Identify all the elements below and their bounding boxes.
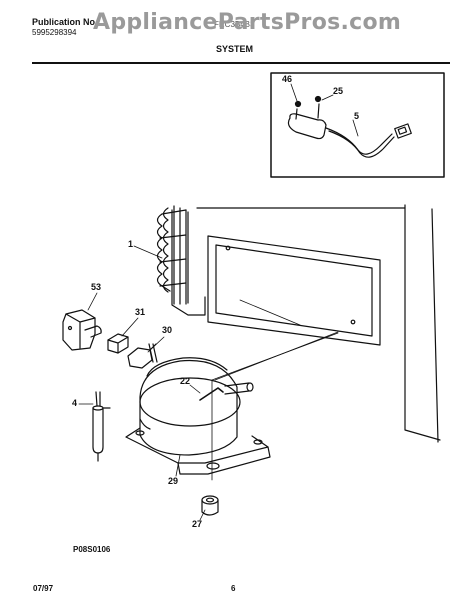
footer-date: 07/97 <box>33 584 54 593</box>
callout-31: 31 <box>135 307 146 317</box>
publication-number: 5995298394 <box>32 28 77 37</box>
filter-drier <box>92 391 111 462</box>
model-number: FRC3B4B3 <box>214 20 255 29</box>
watermark: AppliancePartsPros.com <box>93 10 402 35</box>
callout-5: 5 <box>354 111 360 121</box>
section-title: SYSTEM <box>216 44 254 54</box>
start-relay <box>62 309 102 351</box>
callout-53: 53 <box>91 282 102 292</box>
inset-wire-harness <box>287 95 412 158</box>
header-rule <box>32 62 450 64</box>
overload-protector <box>107 333 129 354</box>
compressor <box>125 331 339 481</box>
condenser-coil <box>156 205 187 305</box>
callout-22: 22 <box>180 376 191 386</box>
callout-1: 1 <box>128 239 134 249</box>
callout-25: 25 <box>333 86 344 96</box>
callout-27: 27 <box>192 519 203 529</box>
callout-4: 4 <box>72 398 78 408</box>
inset-frame <box>270 72 445 178</box>
rubber-grommet <box>201 495 219 516</box>
callout-29: 29 <box>168 476 179 486</box>
callout-46: 46 <box>282 74 293 84</box>
callout-30: 30 <box>162 325 173 335</box>
footer-page: 6 <box>231 584 236 593</box>
diagram-code: P08S0106 <box>73 545 111 554</box>
cabinet-outline <box>171 204 441 443</box>
publication-label: Publication No. <box>32 17 98 27</box>
